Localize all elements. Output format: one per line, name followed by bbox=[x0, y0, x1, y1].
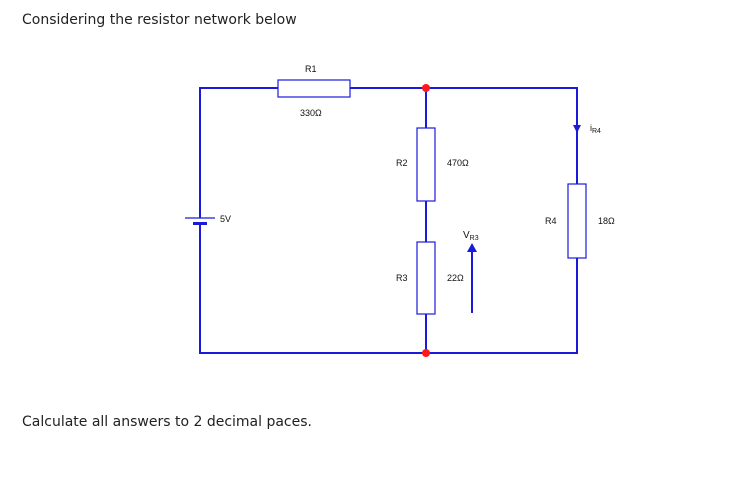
r1-value: 330Ω bbox=[300, 108, 322, 118]
r3-value: 22Ω bbox=[447, 273, 464, 283]
resistor-r3 bbox=[416, 241, 436, 315]
r2-value: 470Ω bbox=[447, 158, 469, 168]
current-arrow-icon bbox=[573, 125, 581, 133]
resistor-r4 bbox=[567, 183, 587, 259]
wire-top bbox=[350, 87, 578, 184]
node-top bbox=[422, 84, 430, 92]
voltage-label: VR3 bbox=[463, 230, 479, 242]
current-label: iR4 bbox=[590, 123, 601, 135]
battery-label: 5V bbox=[220, 214, 231, 224]
r3-name: R3 bbox=[396, 273, 408, 283]
node-bottom bbox=[422, 349, 430, 357]
instruction-text: Calculate all answers to 2 decimal paces… bbox=[22, 414, 312, 430]
r4-name: R4 bbox=[545, 216, 557, 226]
resistor-r2 bbox=[416, 127, 436, 202]
r2-name: R2 bbox=[396, 158, 408, 168]
r1-name: R1 bbox=[305, 64, 317, 74]
wire-right-lower bbox=[199, 237, 578, 354]
intro-text: Considering the resistor network below bbox=[22, 12, 297, 28]
resistor-r1 bbox=[277, 79, 351, 98]
wire-left bbox=[199, 87, 278, 192]
r4-value: 18Ω bbox=[598, 216, 615, 226]
voltage-arrow-icon bbox=[467, 243, 477, 252]
battery-5v bbox=[185, 192, 215, 237]
